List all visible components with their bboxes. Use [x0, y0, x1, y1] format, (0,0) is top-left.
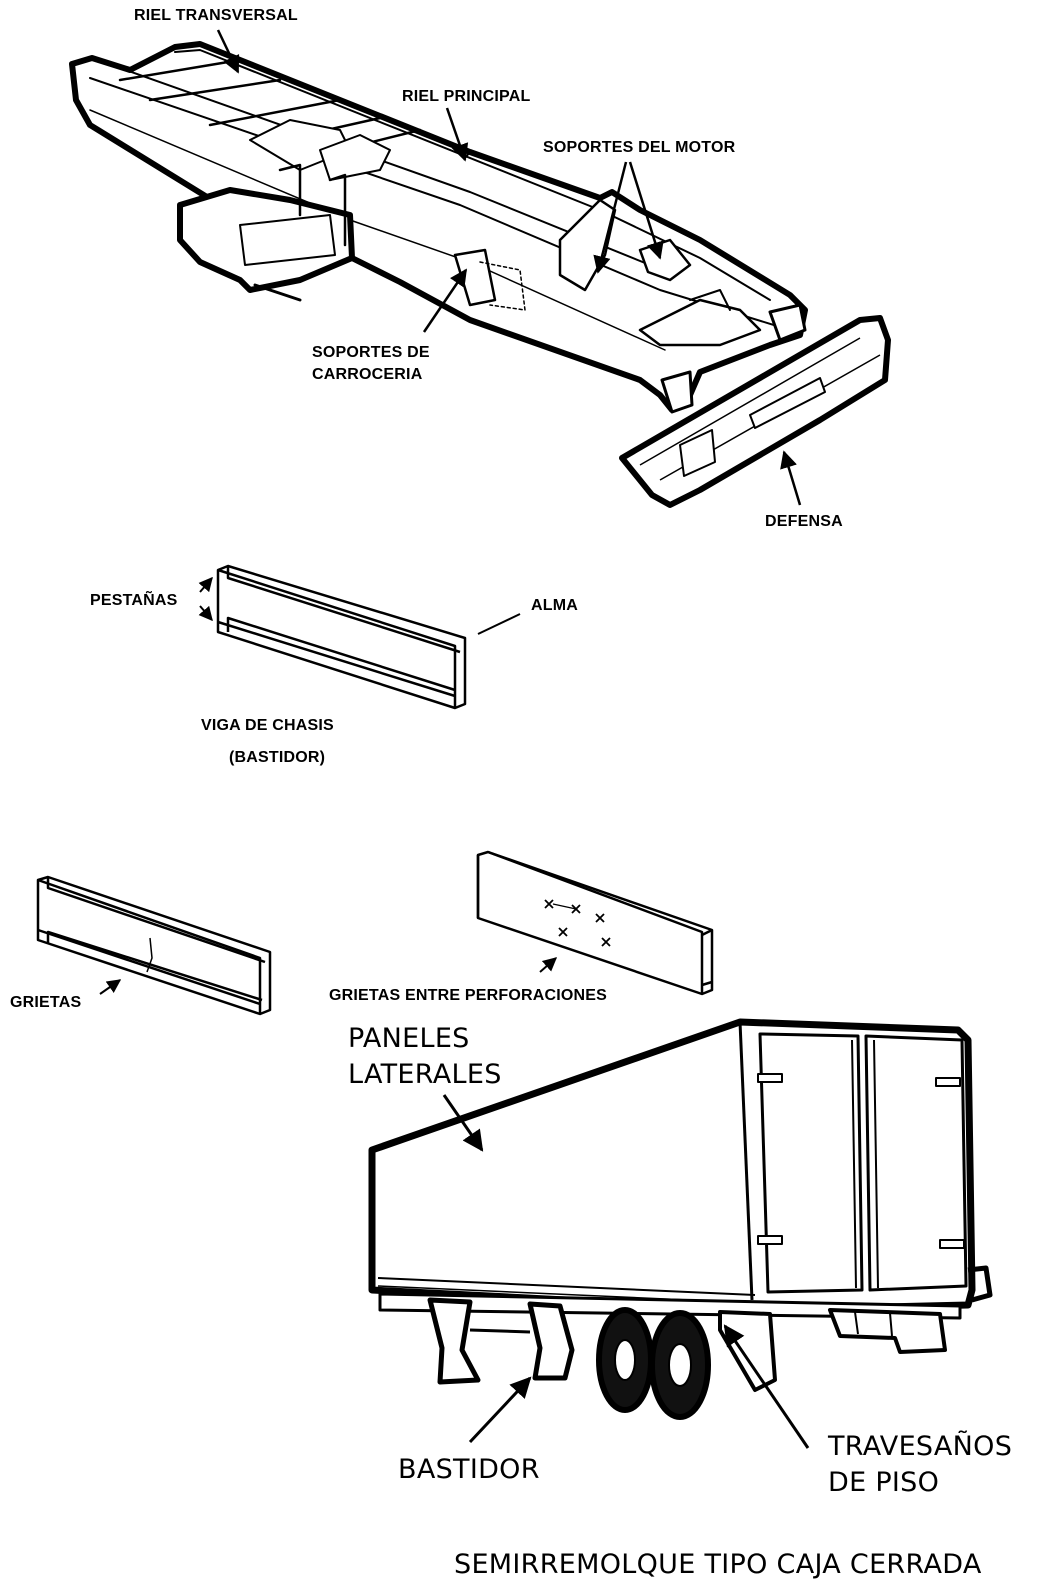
- label-soportes-carroceria-2: CARROCERIA: [312, 366, 423, 383]
- front-bumper: [619, 315, 891, 508]
- trailer-leaders: [442, 1094, 810, 1449]
- beam-title-1: VIGA DE CHASIS: [201, 717, 334, 734]
- cracked-beam-right: [476, 850, 714, 996]
- label-grietas: GRIETAS: [10, 994, 82, 1011]
- label-grietas-perforaciones: GRIETAS ENTRE PERFORACIONES: [329, 987, 608, 1004]
- crack-leaders: [99, 957, 558, 995]
- label-riel-transversal: RIEL TRANSVERSAL: [134, 7, 298, 24]
- label-soportes-carroceria-1: SOPORTES DE: [312, 344, 430, 361]
- label-travesanos-1: TRAVESAÑOS: [828, 1431, 1013, 1462]
- beam-leaders: [198, 576, 521, 635]
- box-trailer: [368, 1018, 993, 1420]
- label-travesanos-2: DE PISO: [828, 1467, 940, 1498]
- label-pestanas: PESTAÑAS: [90, 592, 178, 609]
- trailer-title: SEMIRREMOLQUE TIPO CAJA CERRADA: [454, 1549, 982, 1580]
- label-defensa: DEFENSA: [765, 513, 843, 530]
- cracked-beam-left: [36, 875, 272, 1016]
- chassis-beam: [216, 564, 467, 710]
- label-bastidor: BASTIDOR: [398, 1454, 540, 1485]
- chassis-leaders: [216, 29, 802, 506]
- chassis-frame: [69, 41, 808, 414]
- label-riel-principal: RIEL PRINCIPAL: [402, 88, 531, 105]
- label-paneles-2: LATERALES: [348, 1059, 502, 1090]
- label-alma: ALMA: [531, 597, 579, 614]
- label-soportes-motor: SOPORTES DEL MOTOR: [543, 139, 736, 156]
- beam-title-2: (BASTIDOR): [229, 749, 326, 766]
- label-paneles-1: PANELES: [348, 1023, 470, 1054]
